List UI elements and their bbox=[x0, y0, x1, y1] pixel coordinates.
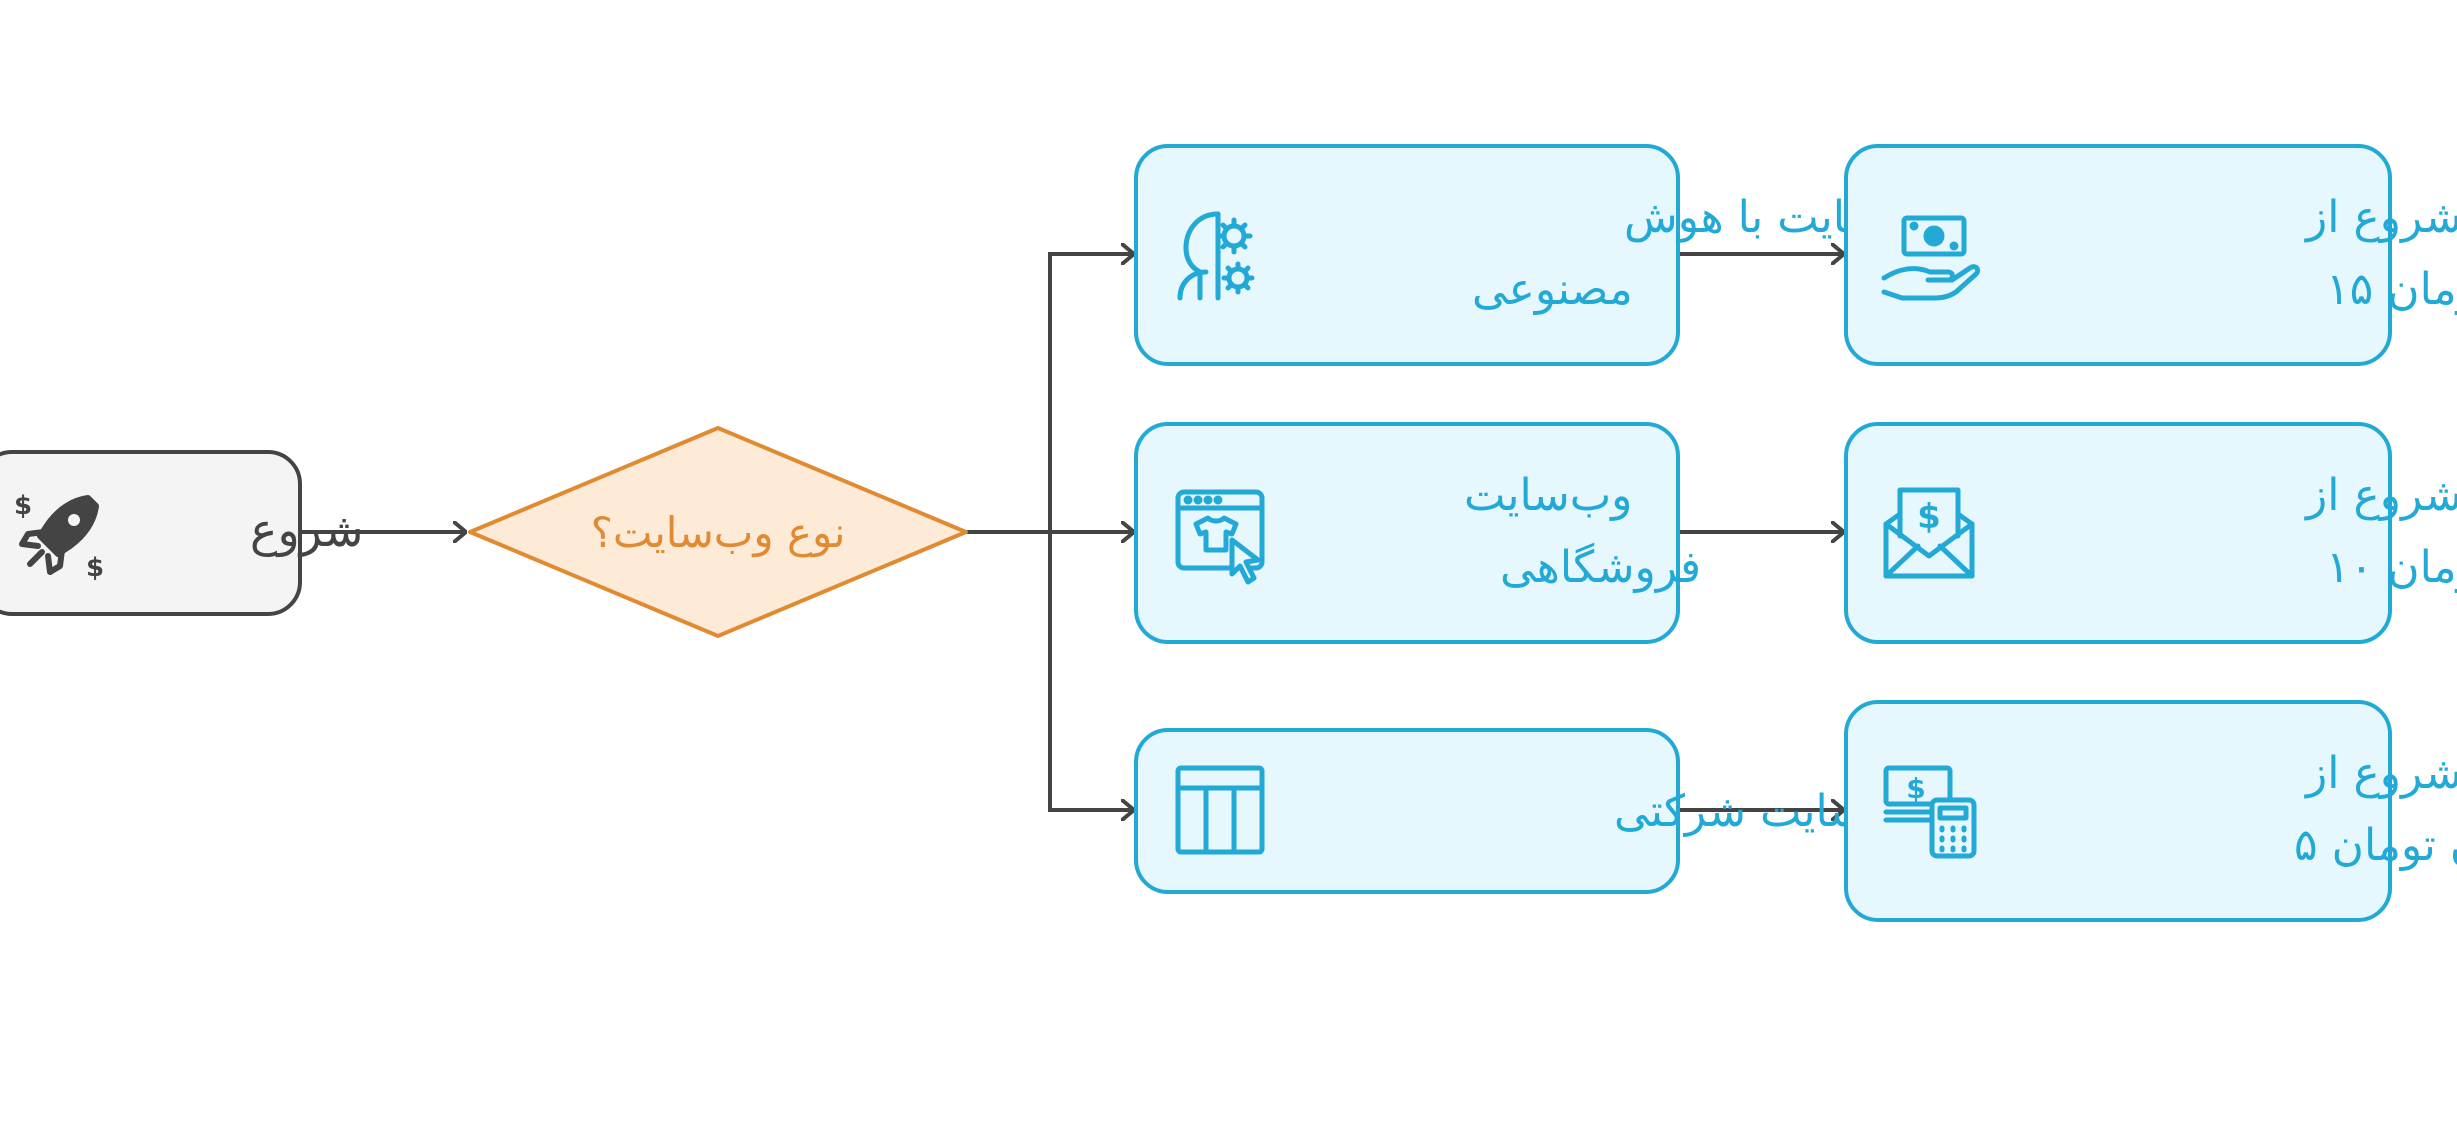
price-node-corporate-line1: قیمت: شروع از bbox=[2304, 748, 2457, 799]
svg-text:$: $ bbox=[1917, 497, 1941, 537]
decision-diamond bbox=[468, 426, 968, 638]
type-node-corporate-box bbox=[1134, 728, 1680, 894]
type-node-shop-line2: فروشگاهی bbox=[1500, 542, 1701, 593]
price-node-ai-box bbox=[1844, 144, 2392, 366]
money-envelope-icon: $ bbox=[1883, 487, 1975, 579]
price-node-corporate-box bbox=[1844, 700, 2392, 922]
type-node-shop-line1: وب‌سایت bbox=[1464, 470, 1632, 521]
cash-calculator-icon: $ bbox=[1883, 765, 1977, 859]
price-node-ai-line1: قیمت: شروع از bbox=[2304, 192, 2457, 243]
shop-browser-cursor-icon bbox=[1175, 489, 1265, 585]
svg-text:$: $ bbox=[1906, 772, 1925, 805]
decision-label: نوع وب‌سایت؟ bbox=[591, 508, 846, 557]
price-node-shop-line1: قیمت: شروع از bbox=[2304, 470, 2457, 521]
price-node-ai-line2: میلیون تومان ۱۵ bbox=[2326, 264, 2457, 315]
price-node-corporate-line2: میلیون تومان ۵ bbox=[2294, 820, 2457, 871]
svg-text:$: $ bbox=[86, 553, 104, 583]
type-node-ai-line2: مصنوعی bbox=[1472, 264, 1633, 315]
edges bbox=[300, 254, 1844, 810]
price-node-ai[interactable]: قیمت: شروع از میلیون تومان ۱۵ bbox=[1844, 144, 2457, 366]
type-node-ai-box bbox=[1134, 144, 1680, 366]
start-node-box bbox=[0, 450, 302, 616]
price-node-shop-line2: میلیون تومان ۱۰ bbox=[2326, 542, 2457, 593]
start-node-label: شروع bbox=[250, 503, 364, 558]
type-node-corporate[interactable]: وب‌سایت شرکتی bbox=[1134, 728, 1928, 894]
ai-gear-head-icon bbox=[1177, 211, 1255, 301]
start-node[interactable]: شروع $ $ bbox=[0, 450, 364, 616]
price-node-shop[interactable]: قیمت: شروع از میلیون تومان ۱۰ $ bbox=[1844, 422, 2457, 644]
layout-table-icon bbox=[1175, 765, 1265, 855]
rocket-icon: $ $ bbox=[14, 491, 104, 583]
type-node-shop-box bbox=[1134, 422, 1680, 644]
decision-node[interactable]: نوع وب‌سایت؟ bbox=[468, 426, 968, 638]
svg-text:$: $ bbox=[14, 491, 32, 521]
type-node-shop[interactable]: وب‌سایت فروشگاهی bbox=[1134, 422, 1701, 644]
price-node-corporate[interactable]: قیمت: شروع از میلیون تومان ۵ $ bbox=[1844, 700, 2457, 922]
money-hand-icon bbox=[1881, 215, 1981, 301]
price-node-shop-box bbox=[1844, 422, 2392, 644]
